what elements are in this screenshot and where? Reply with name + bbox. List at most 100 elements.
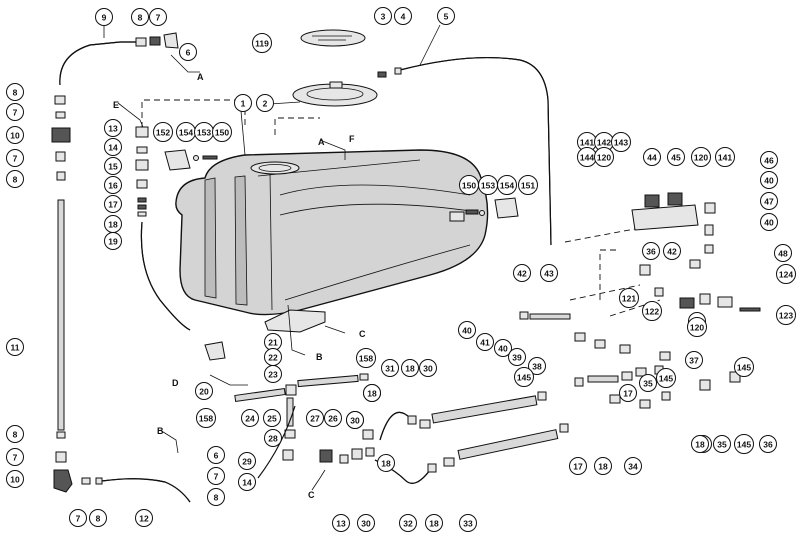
part-callout-label: 4 [401,12,406,22]
part-callout-label: 122 [645,307,659,317]
part-callout-label: 17 [573,462,583,472]
part-callout-label: 121 [622,294,636,304]
part-callout-label: 38 [532,362,542,372]
part-callout-10: 10 [6,470,24,488]
part-callout-11: 11 [6,338,24,356]
part-callout-label: 18 [429,519,439,529]
part-callout-42: 42 [513,264,531,282]
part-callout-label: 37 [689,356,699,366]
part-callout-24: 24 [241,409,259,427]
part-callout-30: 30 [419,359,437,377]
part-callout-40: 40 [760,171,778,189]
part-callout-47: 47 [760,192,778,210]
part-callout-label: 14 [242,478,252,488]
part-callout-label: 11 [11,343,20,353]
part-callout-label: 26 [328,414,338,424]
part-callout-label: 23 [268,370,278,380]
part-callout-16: 16 [104,176,122,194]
part-callout-label: 10 [10,131,20,141]
part-callout-label: 27 [310,414,320,424]
part-callout-label: 142 [597,138,611,148]
connection-letter-C: C [359,329,366,339]
part-callout-41: 41 [476,333,494,351]
part-callout-145: 145 [656,368,676,388]
part-callout-18: 18 [104,215,122,233]
part-callout-7: 7 [6,448,24,466]
part-callout-34: 34 [624,457,642,475]
part-callout-48: 48 [774,244,792,262]
part-callout-label: 18 [695,440,705,450]
part-callout-3: 3 [374,7,392,25]
part-callout-8: 8 [6,83,24,101]
part-callout-label: 35 [643,379,653,389]
tank-lid [292,29,378,107]
part-callout-label: 154 [179,128,193,138]
part-callout-label: 13 [336,519,346,529]
part-callout-label: 30 [361,519,371,529]
part-callout-label: 8 [13,88,18,98]
part-callout-153: 153 [478,175,498,195]
part-callout-label: 46 [764,156,774,166]
part-callout-label: 120 [690,323,704,333]
part-callout-label: 1 [241,99,246,109]
part-callout-label: 7 [156,13,161,23]
part-callout-30: 30 [357,514,375,532]
part-callout-23: 23 [264,365,282,383]
connection-letter-A: A [318,137,325,147]
part-callout-8: 8 [6,425,24,443]
part-callout-label: 124 [779,270,793,280]
part-callout-label: 145 [517,373,531,383]
part-callout-label: 22 [268,353,278,363]
part-callout-label: 153 [481,181,495,191]
part-callout-28: 28 [264,429,282,447]
part-callout-label: 40 [764,176,774,186]
part-callout-40: 40 [494,339,512,357]
part-callout-21: 21 [264,333,282,351]
part-callout-label: 8 [214,493,219,503]
part-callout-120: 120 [687,317,707,337]
fitting-stack [135,126,191,331]
part-callout-13: 13 [332,514,350,532]
part-callout-label: 44 [647,153,657,163]
part-callout-150: 150 [459,175,479,195]
part-callout-label: 16 [108,181,118,191]
part-callout-label: 8 [13,175,18,185]
connection-letter-B: B [157,426,164,436]
part-callout-8: 8 [207,488,225,506]
part-callout-label: 5 [444,12,449,22]
part-callout-label: 33 [463,519,473,529]
part-callout-119: 119 [252,33,272,53]
part-callout-label: 18 [367,389,377,399]
part-callout-label: 144 [580,153,594,163]
part-callout-17: 17 [104,195,122,213]
part-callout-123: 123 [776,305,796,325]
part-callout-18: 18 [363,384,381,402]
part-callout-124: 124 [776,264,796,284]
hose-5 [377,56,552,246]
part-callout-154: 154 [497,175,517,195]
part-callout-26: 26 [324,409,342,427]
part-callout-40: 40 [458,321,476,339]
part-callout-46: 46 [760,151,778,169]
center-pipes [319,391,569,484]
part-callout-label: 8 [138,13,143,23]
part-callout-label: 154 [500,181,514,191]
part-callout-label: 143 [614,138,628,148]
part-callout-label: 119 [255,39,269,49]
part-callout-7: 7 [149,8,167,26]
part-callout-37: 37 [685,351,703,369]
part-callout-label: 18 [108,220,118,230]
valve-block [631,192,761,312]
part-callout-40: 40 [760,213,778,231]
part-callout-label: 18 [598,462,608,472]
part-callout-7: 7 [6,149,24,167]
part-callout-121: 121 [619,288,639,308]
part-callout-150: 150 [212,122,232,142]
part-callout-label: 15 [108,162,118,172]
part-callout-label: 8 [13,430,18,440]
part-callout-label: 17 [108,200,118,210]
part-callout-label: 41 [480,338,490,348]
part-callout-158: 158 [356,348,376,368]
part-callout-15: 15 [104,157,122,175]
